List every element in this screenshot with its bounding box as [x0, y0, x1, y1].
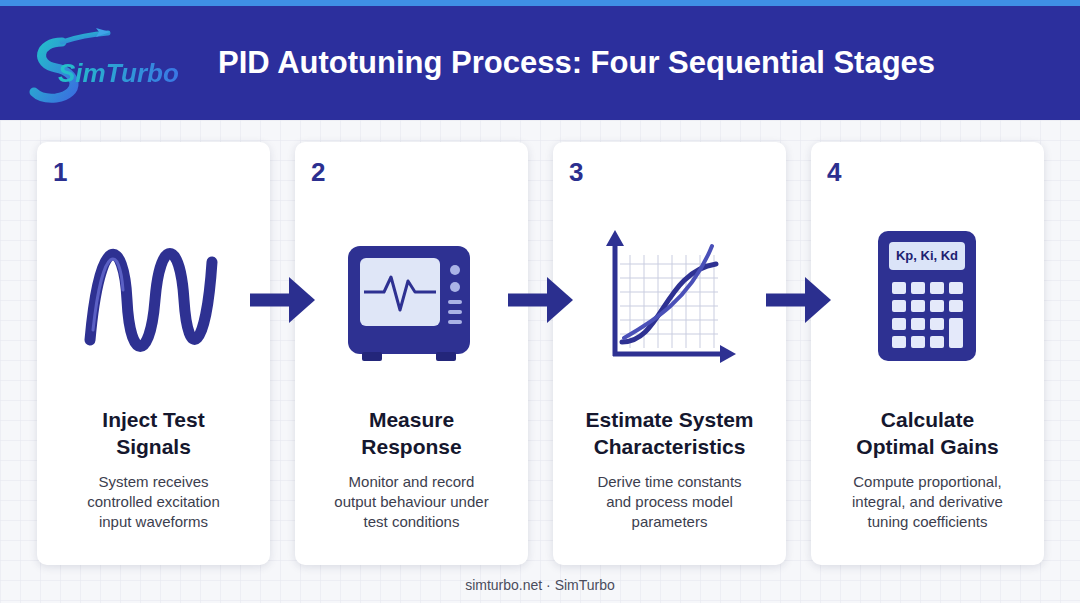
- monitor-knob: [450, 282, 460, 292]
- calculator-keys: [892, 282, 963, 348]
- monitor-button: [448, 300, 462, 304]
- logo-swirl: [34, 42, 74, 98]
- diagram-title: PID Autotuning Process: Four Sequential …: [218, 44, 935, 82]
- chart-axis: [613, 352, 722, 357]
- flow-arrow: [766, 294, 805, 307]
- chart-grid: [620, 255, 718, 348]
- footer-credit: simturbo.net · SimTurbo: [340, 577, 740, 593]
- flow-arrow: [508, 294, 547, 307]
- stage-heading: Calculate Optimal Gains: [841, 406, 1014, 460]
- calculator-icon: [878, 231, 976, 361]
- grid-background: [0, 120, 1080, 603]
- header-band: [0, 0, 1080, 120]
- logo-wordmark: SimTurbo: [58, 58, 179, 89]
- step-number: 3: [569, 156, 629, 188]
- monitor-screen: [360, 258, 440, 326]
- wave-highlight: [93, 259, 123, 330]
- stage-card: 3Estimate System CharacteristicsDerive t…: [553, 142, 786, 565]
- stage-card: 2Measure ResponseMonitor and record outp…: [295, 142, 528, 565]
- axis-arrowhead: [606, 230, 624, 246]
- monitor-foot: [362, 352, 382, 361]
- wave-icon: [90, 254, 212, 347]
- stage-heading: Estimate System Characteristics: [583, 406, 756, 460]
- stage-description: Compute proportional, integral, and deri…: [845, 472, 1010, 532]
- stage-heading: Inject Test Signals: [67, 406, 240, 460]
- monitor-icon: [348, 246, 470, 354]
- axis-arrowhead: [720, 345, 736, 363]
- stage-card: 1Inject Test SignalsSystem receives cont…: [37, 142, 270, 565]
- flow-arrow: [250, 294, 289, 307]
- calculator-display: [889, 242, 965, 270]
- chart-axis: [613, 244, 618, 356]
- model-curve: [624, 246, 712, 338]
- stage-description: Monitor and record output behaviour unde…: [329, 472, 494, 532]
- monitor-foot: [436, 352, 456, 361]
- logo-plane: [96, 28, 110, 37]
- header-stripe: [0, 0, 1080, 6]
- step-number: 2: [311, 156, 371, 188]
- stage-description: Derive time constants and process model …: [587, 472, 752, 532]
- step-number: 4: [827, 156, 887, 188]
- pulse-trace: [364, 277, 436, 310]
- monitor-button: [448, 320, 462, 324]
- monitor-knob: [450, 265, 460, 275]
- step-number: 1: [53, 156, 113, 188]
- response-curve: [622, 264, 716, 342]
- monitor-button: [448, 310, 462, 314]
- stage-heading: Measure Response: [325, 406, 498, 460]
- stage-card: 4Calculate Optimal GainsCompute proporti…: [811, 142, 1044, 565]
- logo-swoosh: [62, 33, 108, 42]
- stage-description: System receives controlled excitation in…: [71, 472, 236, 532]
